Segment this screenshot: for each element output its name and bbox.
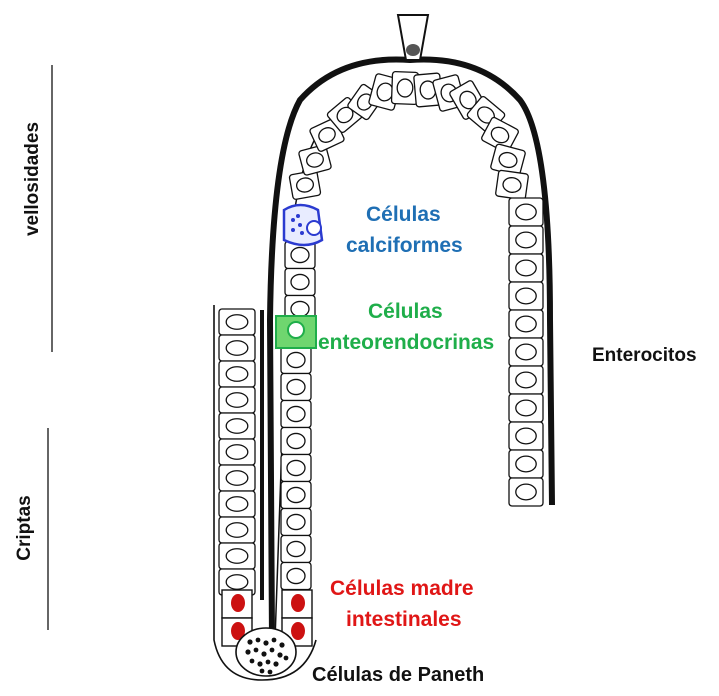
enteroendocrine-label-line2: enteorendocrinas	[318, 330, 494, 355]
epithelial-cell	[219, 439, 255, 465]
epithelial-cell	[219, 543, 255, 569]
epithelial-cell	[219, 335, 255, 361]
epithelial-cell	[509, 226, 543, 254]
epithelial-cell	[285, 269, 315, 296]
epithelial-cell	[281, 482, 311, 509]
epithelial-cell	[219, 309, 255, 335]
epithelial-cell	[509, 478, 543, 506]
epithelial-cell	[281, 401, 311, 428]
stem-label-line1: Células madre	[330, 576, 474, 601]
enterocytes-label: Enterocitos	[592, 345, 697, 368]
epithelial-cell	[219, 491, 255, 517]
epithelial-cell	[281, 536, 311, 563]
enteroendocrine-label-line1: Células	[368, 299, 443, 324]
epithelial-cell	[281, 455, 311, 482]
enteroendocrine-cell	[276, 316, 316, 348]
epithelial-cell	[509, 366, 543, 394]
epithelial-cell	[281, 374, 311, 401]
goblet-label-line2: calciformes	[346, 233, 463, 258]
epithelial-cell	[281, 509, 311, 536]
goblet-label-line1: Células	[366, 202, 441, 227]
epithelial-cell	[509, 282, 543, 310]
epithelial-cell	[219, 517, 255, 543]
tip-cell-nucleus	[406, 44, 420, 56]
stem-label-line2: intestinales	[346, 607, 462, 632]
epithelial-cell	[219, 387, 255, 413]
epithelial-cell	[509, 450, 543, 478]
epithelial-cell	[219, 465, 255, 491]
goblet-cell	[284, 205, 322, 245]
epithelial-cell	[219, 413, 255, 439]
epithelial-cell	[281, 563, 311, 590]
epithelial-cell	[281, 347, 311, 374]
epithelial-cell	[509, 394, 543, 422]
epithelial-cell	[509, 198, 543, 226]
epithelial-cell	[281, 428, 311, 455]
epithelial-cell	[219, 361, 255, 387]
epithelial-cell	[509, 338, 543, 366]
villi-label: vellosidades	[22, 104, 44, 254]
epithelial-cell	[495, 170, 528, 200]
epithelial-cell	[509, 254, 543, 282]
paneth-label: Células de Paneth	[312, 663, 484, 687]
paneth-cells	[236, 628, 296, 676]
crypts-label: Criptas	[14, 483, 36, 573]
epithelial-cell	[509, 422, 543, 450]
epithelial-cell	[509, 310, 543, 338]
